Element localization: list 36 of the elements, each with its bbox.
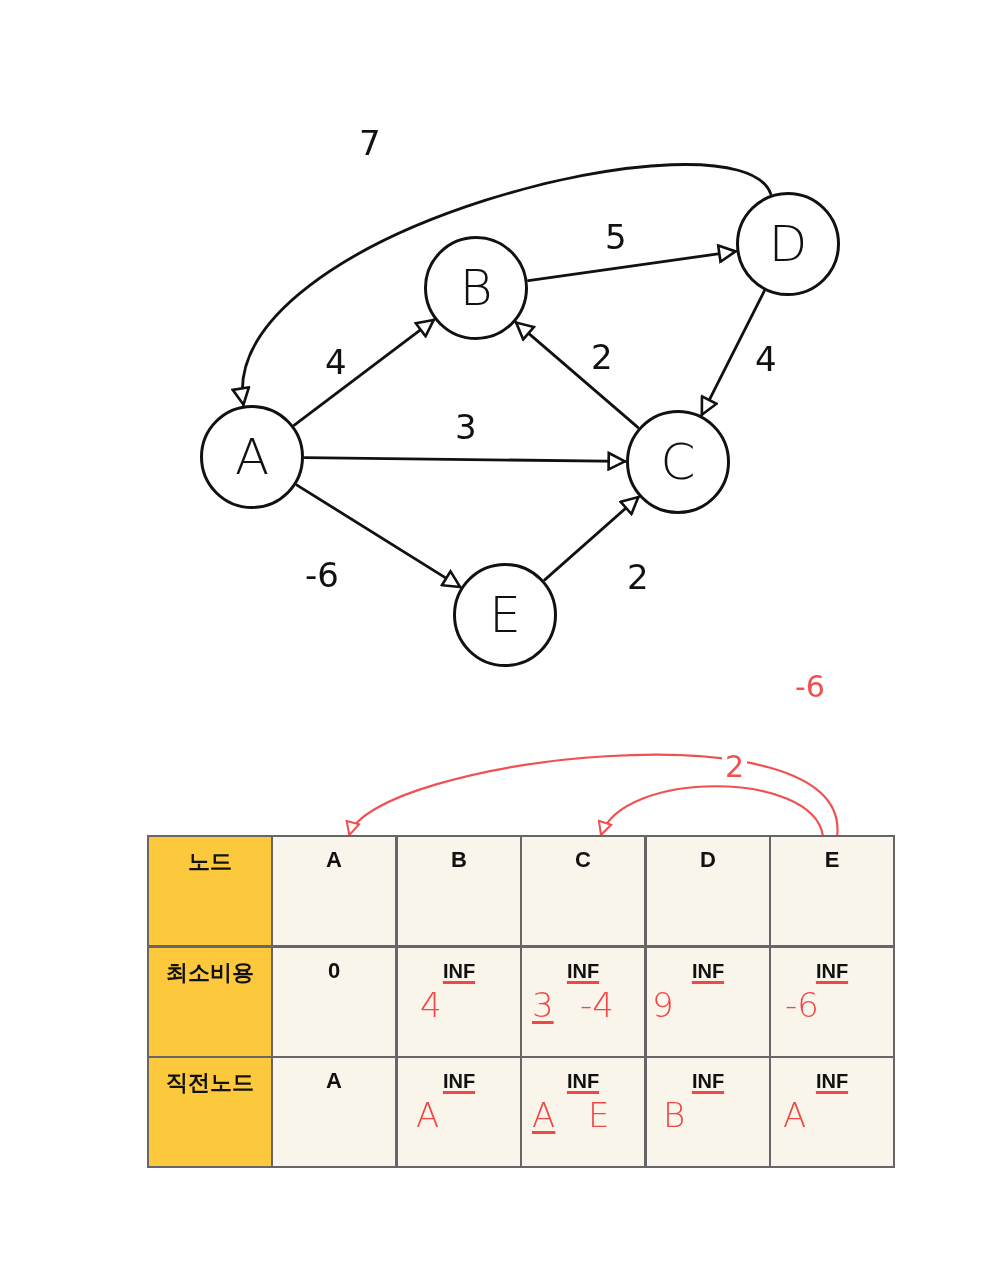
arrow (295, 483, 462, 589)
handwritten-value: B (663, 1098, 686, 1132)
cell-text: A (325, 1068, 343, 1094)
arrow (599, 785, 824, 837)
struck-text: INF (815, 960, 849, 982)
struck-text: INF (566, 960, 600, 982)
handwritten-value: A (416, 1098, 440, 1132)
header-cell: E (769, 835, 895, 947)
handwritten-value: -4 (580, 988, 614, 1022)
header-cell: D (645, 835, 771, 947)
header-cell: A (271, 835, 397, 947)
handwritten-value: 9 (652, 988, 674, 1022)
struck-text: INF (691, 960, 725, 982)
struck-handwritten-value: A (532, 1098, 556, 1132)
handwritten-value: E (588, 1098, 610, 1132)
struck-text: INF (815, 1070, 849, 1092)
struck-text: INF (442, 960, 476, 982)
arrow (543, 495, 640, 582)
cell-text: 최소비용 (165, 959, 255, 987)
struck-text: INF (566, 1070, 600, 1092)
circle-node: A (200, 405, 304, 509)
handwritten-value: -6 (785, 988, 819, 1022)
header-cell: B (396, 835, 522, 947)
header-cell: C (520, 835, 646, 947)
cell-text: 직전노드 (165, 1069, 255, 1097)
header-cell: 노드 (147, 835, 273, 947)
struck-handwritten-value: 3 (532, 988, 554, 1022)
struck-text: INF (691, 1070, 725, 1092)
circle-node: E (453, 563, 557, 667)
struck-text: INF (442, 1070, 476, 1092)
handwritten-value: 4 (420, 988, 442, 1022)
handwritten-value: A (783, 1098, 807, 1132)
circle-node: C (626, 410, 730, 514)
arrow (303, 451, 627, 471)
cell-text: 0 (326, 958, 342, 984)
arrow (348, 753, 839, 837)
